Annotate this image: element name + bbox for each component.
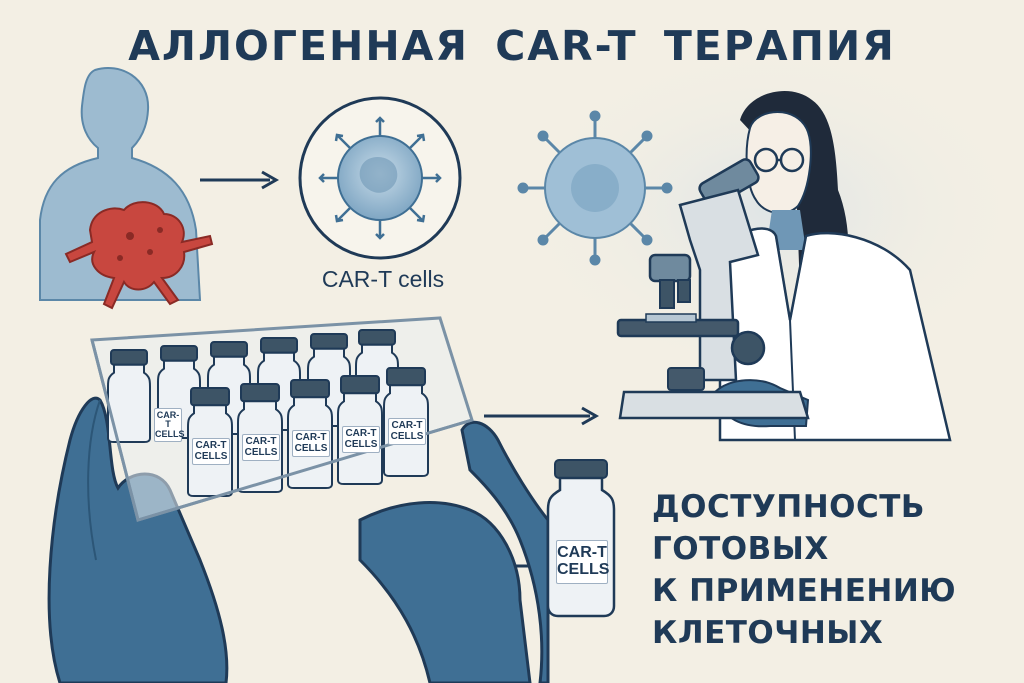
arrow-right-icon	[200, 170, 280, 190]
vial-label-line2: CELLS	[390, 430, 424, 442]
vial-icon	[107, 349, 151, 443]
vial-label-line2: CELLS	[194, 450, 228, 462]
gloved-hand-icon	[358, 420, 550, 683]
vial-label-line1: CAR-T	[391, 420, 423, 431]
vial-label-partial: CAR-T CELLS	[154, 408, 185, 443]
vial-label-line1: CAR-T	[295, 432, 327, 443]
single-vial-label: CAR-T CELLS	[556, 540, 610, 584]
page-title: АЛЛОГЕННАЯ CAR-T ТЕРАПИЯ	[128, 22, 896, 70]
vial-label-line2: CELLS	[557, 560, 610, 578]
tray-edge	[90, 339, 473, 522]
cells-label: CAR-T cells	[321, 266, 445, 292]
vial-icon	[546, 459, 616, 618]
availability-line: К ПРИМЕНЕНИЮ	[652, 573, 957, 609]
microscope-icon	[616, 158, 810, 420]
tumor-icon	[64, 201, 214, 310]
vial-label-line1: CAR-T	[195, 440, 227, 451]
availability-text: ДОСТУПНОСТЬ ГОТОВЫХ К ПРИМЕНЕНИЮ КЛЕТОЧН…	[652, 486, 1012, 654]
vial-label-line1: CAR-T	[345, 428, 377, 439]
vial-label-line1: CAR-T	[245, 436, 277, 447]
arrow-right-icon	[484, 406, 600, 426]
availability-line: КЛЕТОЧНЫХ	[652, 615, 884, 651]
virus-icon	[517, 110, 673, 266]
vial-label-line1: CAR-T	[557, 544, 607, 561]
vial-label-line2: CELLS	[344, 438, 378, 450]
availability-line: ГОТОВЫХ	[652, 531, 829, 567]
vial-label-line2: CELLS	[244, 446, 278, 458]
car-t-cell-icon	[298, 96, 462, 260]
availability-line: ДОСТУПНОСТЬ	[652, 489, 926, 525]
vial-label-line2: CELLS	[294, 442, 328, 454]
